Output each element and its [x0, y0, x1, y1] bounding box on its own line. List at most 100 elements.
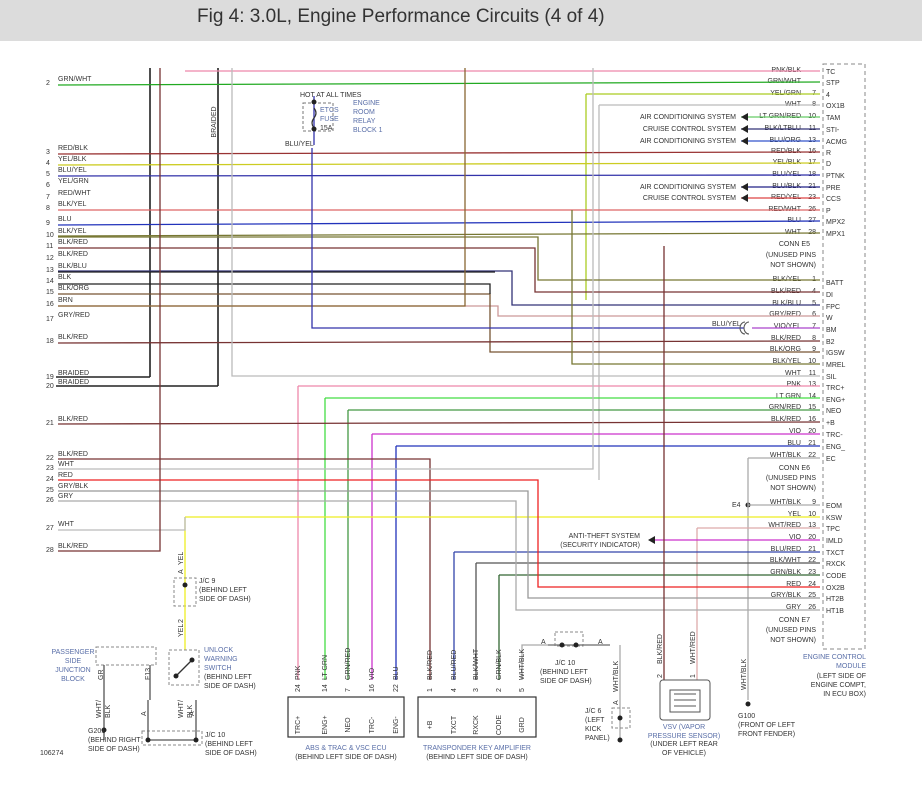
wire-gry-red-w: [58, 305, 820, 317]
e6-pin-number: 13: [808, 522, 816, 529]
ecu-name: ENGINE CONTROL: [803, 654, 866, 661]
e5-pin-wire: WHT/BLK: [770, 452, 801, 459]
left-wire-number: 5: [46, 171, 50, 178]
wire-wht-sil: [231, 68, 820, 377]
figure-number: 106274: [40, 750, 63, 757]
switch-wire: YEL: [178, 624, 185, 637]
system-arrow-icon: [741, 125, 748, 133]
left-wire-label: BLK/RED: [58, 451, 88, 458]
jc10-top-box: [554, 631, 584, 647]
switch-dot: [173, 673, 179, 679]
e5-pin-name: B2: [826, 339, 835, 346]
passenger-jb-name: JUNCTION: [55, 667, 90, 674]
wire-blk-red-di: [58, 247, 820, 293]
e6-pin-number: 21: [808, 546, 816, 553]
bm-connector: [743, 321, 750, 335]
system-label: CRUISE CONTROL SYSTEM: [643, 126, 736, 133]
transponder-pin-number: 1: [427, 688, 434, 692]
jc10-pin: A: [141, 711, 148, 716]
e5-pin-name: ENG+: [826, 397, 845, 404]
left-wire-label: BLK/RED: [58, 251, 88, 258]
left-wire-number: 19: [46, 374, 54, 381]
switch-dot: [189, 657, 195, 663]
wire-blk-red-28: [58, 68, 161, 552]
transponder-pin-name: CODE: [496, 715, 503, 736]
abs-pin-name: TRC-: [369, 716, 376, 733]
wire-red-blk-r: [57, 151, 821, 155]
e6-pin-number: 24: [808, 581, 816, 588]
left-wire-label: BRN: [58, 297, 73, 304]
e5-pin-name: NEO: [826, 408, 842, 415]
abs-pin-number: 16: [369, 684, 376, 692]
e6-pin-wire: YEL: [788, 511, 801, 518]
left-wire-number: 23: [46, 465, 54, 472]
ecu-location: ENGINE COMPT,: [811, 682, 866, 689]
ecu-pin-name: TC: [826, 69, 835, 76]
transponder-pin-name: GRD: [519, 717, 526, 733]
fuse-bottom-dot: [311, 126, 317, 132]
switch-name: UNLOCK: [204, 647, 234, 654]
e6-pin-wire: GRY/BLK: [771, 592, 802, 599]
left-wire-label: BLK/RED: [58, 334, 88, 341]
bm-connector: [739, 321, 746, 335]
transponder-pin-name: +B: [427, 720, 434, 729]
conn-e5-note: (UNUSED PINS: [766, 252, 817, 259]
left-wire-number: 8: [46, 205, 50, 212]
e5-pin-number: 16: [808, 416, 816, 423]
conn-e5-note: NOT SHOWN): [770, 262, 816, 269]
abs-pin-wire: GRN/RED: [345, 648, 352, 680]
transponder-pin-wire: BLU/RED: [451, 650, 458, 680]
g201-location: (BEHIND RIGHT: [88, 737, 141, 744]
e5-pin-wire: BLU: [787, 440, 801, 447]
wire-blk-red-b2: [57, 340, 821, 344]
transponder-pin-name: RXCK: [473, 715, 480, 735]
jc9-name: J/C 9: [199, 578, 215, 585]
system-label: AIR CONDITIONING SYSTEM: [640, 114, 736, 121]
fuse-top-dot: [311, 99, 317, 105]
unlock-switch-box: [168, 649, 200, 686]
fuse-location: RELAY: [353, 118, 376, 125]
left-wire-label: BLK/YEL: [58, 201, 87, 208]
jc9-pin: A: [178, 569, 185, 574]
e5-pin-name: DI: [826, 292, 833, 299]
e5-pin-name: EC: [826, 456, 836, 463]
left-wire-number: 20: [46, 383, 54, 390]
left-wire-label: RED: [58, 472, 73, 479]
e5-pin-wire: LT GRN: [776, 393, 801, 400]
wire-brn: [58, 110, 466, 307]
abs-pin-number: 24: [295, 684, 302, 692]
left-wire-label: YEL/GRN: [58, 178, 89, 185]
e6-pin-name: OX2B: [826, 585, 845, 592]
left-wire-label: BLK/RED: [58, 543, 88, 550]
conn-e6-note: NOT SHOWN): [770, 485, 816, 492]
left-wire-label: BLK/RED: [58, 239, 88, 246]
ecu-location: IN ECU BOX): [823, 691, 866, 698]
e5-pin-wire: VIO/YEL: [774, 323, 801, 330]
conn-e5-label: CONN E5: [779, 241, 810, 248]
fuse-name: ETCS: [320, 107, 339, 114]
passenger-jb-name: PASSENGER: [51, 649, 94, 656]
transponder-pin-wire: BLK/RED: [427, 650, 434, 680]
transponder-box: [417, 696, 537, 738]
jc9-dot: [182, 582, 188, 588]
e5-pin-name: MREL: [826, 362, 846, 369]
wire-blk-stub: [58, 283, 491, 294]
abs-pin-name: NEO: [345, 717, 352, 733]
left-wire-number: 22: [46, 455, 54, 462]
passenger-jb-pin: F13: [145, 668, 152, 680]
ecu-pin-name: CCS: [826, 196, 841, 203]
left-wire-label: BLK/BLU: [58, 263, 87, 270]
ecu-pin-name: D: [826, 161, 831, 168]
etcs-fuse-box: [302, 102, 334, 132]
left-wire-number: 24: [46, 476, 54, 483]
passenger-jb-wire: GR: [98, 670, 105, 681]
vsv-wire: WHT/RED: [690, 631, 697, 664]
vsv-pin: 2: [657, 674, 664, 678]
left-wire-number: 17: [46, 316, 54, 323]
system-arrow-icon: [741, 137, 748, 145]
e6-pin-name: EOM: [826, 503, 842, 510]
wire-blu-mpx2: [57, 220, 821, 226]
system-label: AIR CONDITIONING SYSTEM: [640, 184, 736, 191]
e6-pin-name: TPC: [826, 526, 840, 533]
e5-pin-name: TRC+: [826, 385, 844, 392]
